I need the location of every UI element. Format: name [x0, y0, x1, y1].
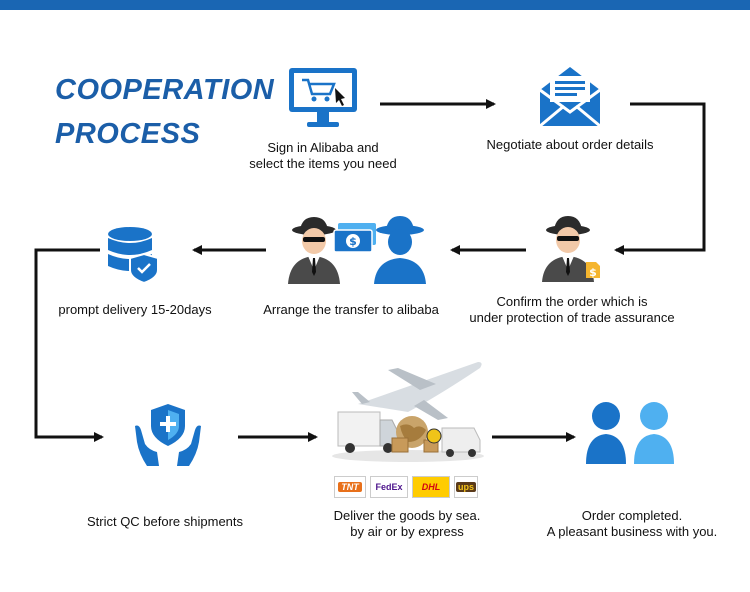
delivery-caption: prompt delivery 15-20days: [58, 302, 212, 317]
completed-caption-line2: A pleasant business with you.: [546, 524, 718, 539]
svg-text:$: $: [589, 266, 597, 279]
svg-text:$: $: [349, 235, 357, 248]
logistics-icon: [328, 356, 486, 471]
transfer-caption: Arrange the transfer to alibaba: [263, 302, 439, 317]
arrow-negotiate-to-confirm: [614, 102, 706, 255]
arrow-delivery-to-qc: [34, 248, 104, 442]
top-bar: [0, 0, 750, 10]
person-blue-icon: [372, 214, 428, 291]
confirm-caption-line1: Confirm the order which is: [496, 294, 648, 309]
qc-caption: Strict QC before shipments: [86, 514, 244, 529]
money-icon: $: [332, 222, 378, 259]
people-icon: [582, 400, 678, 471]
computer-cart-icon: [287, 66, 359, 135]
completed-caption-line1: Order completed.: [581, 508, 683, 523]
page-title-line1: COOPERATION: [55, 74, 275, 106]
confirm-caption-line2: under protection of trade assurance: [469, 310, 675, 325]
sign-in-caption-line2: select the items you need: [249, 156, 397, 171]
deliver-caption-line2: by air or by express: [350, 524, 464, 539]
transfer-agent-icon: [284, 216, 346, 291]
negotiate-caption: Negotiate about order details: [486, 137, 654, 152]
tnt-logo: TNT: [334, 476, 366, 498]
hands-shield-icon: [133, 402, 203, 473]
database-shield-icon: [104, 226, 164, 289]
agent-icon: $: [536, 214, 608, 291]
envelope-icon: [536, 64, 604, 135]
dhl-logo: DHL: [412, 476, 450, 498]
fedex-logo: FedEx: [370, 476, 408, 498]
page-title-line2: PROCESS: [55, 118, 201, 150]
ups-logo: ups: [454, 476, 478, 498]
deliver-caption-line1: Deliver the goods by sea.: [333, 508, 481, 523]
sign-in-caption-line1: Sign in Alibaba and: [267, 140, 379, 155]
